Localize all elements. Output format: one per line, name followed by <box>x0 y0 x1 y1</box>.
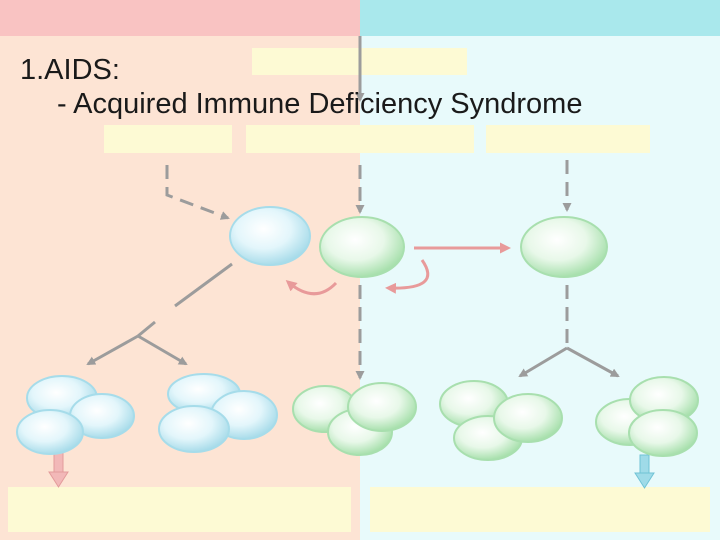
green-cell-cluster-center <box>292 382 417 456</box>
green-cell-cluster-right-a <box>439 380 563 461</box>
arrow-branch-right-a <box>518 346 568 378</box>
arrow-blue-cell-diagonal <box>174 262 233 308</box>
down-arrow-blue <box>634 454 655 489</box>
down-arrow-red <box>48 451 69 488</box>
left-header-band <box>0 0 360 36</box>
label-box-bottom-left <box>8 487 351 532</box>
green-cell-right <box>520 216 608 278</box>
label-box-left <box>104 125 232 153</box>
arrow-branch-left-b <box>137 334 188 366</box>
slide-title: 1.AIDS: - Acquired Immune Deficiency Syn… <box>20 54 582 121</box>
right-header-band <box>360 0 720 36</box>
green-cell-center <box>319 216 405 278</box>
green-cell-cluster-right-b <box>595 376 699 457</box>
label-box-center <box>246 125 474 153</box>
label-box-bottom-right <box>370 487 710 532</box>
arrow-red-curve-center <box>385 259 430 294</box>
blue-cell-cluster-center <box>158 373 278 453</box>
title-heading: 1.AIDS: <box>20 54 120 86</box>
arrow-left-label-to-cell <box>165 165 230 220</box>
arrow-red-curve-left <box>285 280 338 296</box>
arrow-branch-right-b <box>566 346 620 378</box>
arrow-branch-left-a <box>86 334 139 366</box>
label-box-right <box>486 125 650 153</box>
arrow-branch-stem-left <box>137 320 156 338</box>
title-subheading: - Acquired Immune Deficiency Syndrome <box>57 87 583 120</box>
blue-cell-cluster-left <box>16 375 135 455</box>
blue-cell-main <box>229 206 311 266</box>
